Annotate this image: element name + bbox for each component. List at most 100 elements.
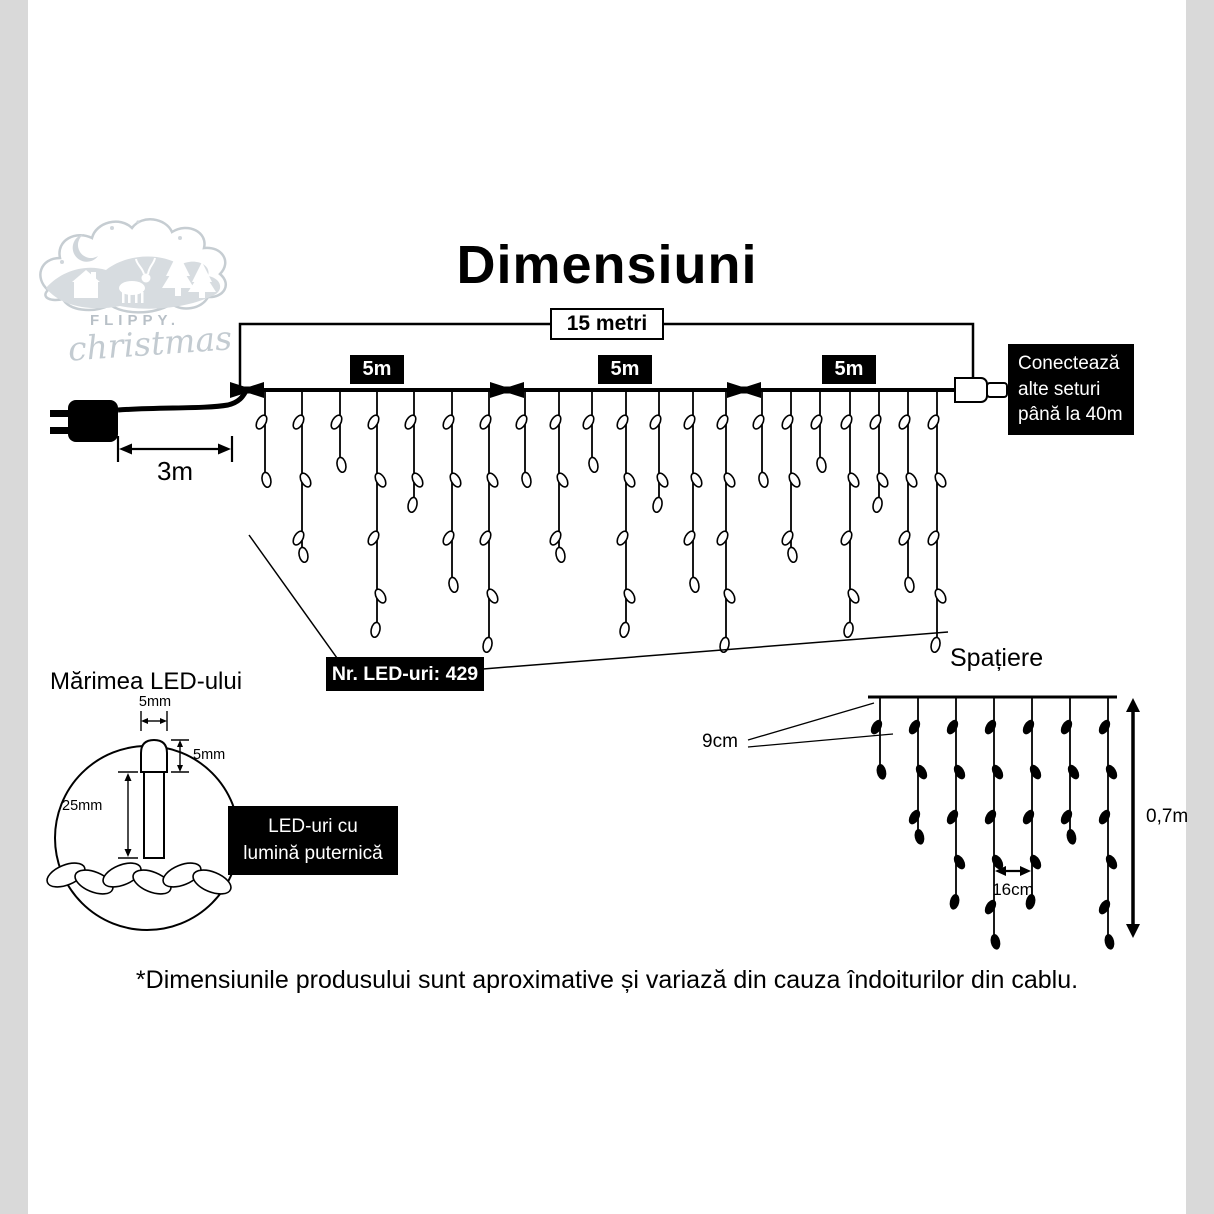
led-bulb: [1104, 934, 1115, 950]
led-bulb: [949, 894, 960, 910]
led-bulb: [843, 621, 854, 639]
led-bulb: [869, 414, 882, 430]
left-margin-bar: [0, 0, 28, 1214]
led-bulb: [908, 719, 921, 735]
led-bulb: [549, 530, 562, 546]
led-bulb: [683, 414, 696, 430]
led-bulb: [515, 414, 528, 430]
led-bulb: [486, 588, 499, 604]
led-bulb: [292, 530, 305, 546]
led-bulb: [984, 809, 997, 825]
led-bulb: [908, 809, 921, 825]
led-bulb: [482, 636, 493, 654]
led-bulb: [984, 899, 997, 915]
led-bulb: [407, 496, 418, 514]
led-bulb: [781, 530, 794, 546]
led-bulb: [840, 530, 853, 546]
body-length-label: 25mm: [62, 798, 103, 814]
led-bulb: [946, 719, 959, 735]
led-bulb: [758, 471, 769, 489]
led-bulb: [816, 456, 827, 474]
moon-icon: [72, 234, 98, 262]
led-bulb: [927, 414, 940, 430]
led-bulb: [847, 588, 860, 604]
led-bulb: [649, 414, 662, 430]
led-bulb-drawing: [140, 738, 168, 859]
led-bulb: [898, 530, 911, 546]
logo-brand-text: FLIPPY.: [89, 312, 180, 329]
led-bulb: [1098, 809, 1111, 825]
led-bulb: [915, 764, 928, 780]
led-bulb: [984, 719, 997, 735]
led-bulb: [810, 414, 823, 430]
led-bulb: [946, 809, 959, 825]
led-bulb: [367, 530, 380, 546]
led-bulb: [336, 456, 347, 474]
led-bulb: [1029, 764, 1042, 780]
led-bulb: [1025, 894, 1036, 910]
led-note: LED-uri cu lumină puternică: [228, 806, 398, 876]
led-bulb: [521, 471, 532, 489]
led-bulb: [486, 472, 499, 488]
led-size-heading: Mărimea LED-ului: [50, 668, 243, 695]
led-bulb: [370, 621, 381, 639]
led-bulb: [616, 414, 629, 430]
led-bulb: [404, 414, 417, 430]
led-bulb: [623, 472, 636, 488]
led-bulb: [723, 588, 736, 604]
led-bulb: [292, 414, 305, 430]
led-bulb: [1060, 809, 1073, 825]
disclaimer-text: *Dimensiunile produsului sunt aproximati…: [135, 966, 1079, 994]
cap-width-dimension: [140, 711, 168, 731]
star-icon: [60, 220, 182, 264]
lead-length-dimension: [116, 436, 234, 462]
led-bulb: [934, 588, 947, 604]
section-length-label: 5m: [822, 355, 876, 384]
led-bulb: [1098, 719, 1111, 735]
led-bulb: [876, 472, 889, 488]
connect-note: Conectează alte seturi până la 40m: [1008, 344, 1134, 435]
led-bulb: [690, 472, 703, 488]
led-bulb: [788, 472, 801, 488]
house-icon: [72, 270, 100, 298]
led-bulb: [616, 530, 629, 546]
led-bulb: [990, 934, 1001, 950]
section-length-label: 5m: [350, 355, 404, 384]
led-bulb: [930, 636, 941, 654]
page-title: Dimensiuni: [456, 235, 758, 295]
led-bulb: [449, 472, 462, 488]
led-bulb: [479, 414, 492, 430]
led-bulb: [934, 472, 947, 488]
led-bulb: [261, 471, 272, 489]
led-bulb: [876, 764, 887, 780]
led-bulb: [1066, 829, 1077, 845]
tree-icon: [162, 252, 216, 298]
curtain-height-dimension: [1126, 698, 1140, 938]
led-bulb: [840, 414, 853, 430]
led-bulb: [556, 472, 569, 488]
led-bulb: [299, 472, 312, 488]
deer-icon: [119, 257, 156, 303]
curtain-height-label: 0,7m: [1146, 806, 1189, 827]
led-bulb: [374, 588, 387, 604]
icicle-drops: [255, 390, 947, 654]
spacing-drops: [870, 697, 1118, 950]
brand-logo: [39, 218, 227, 314]
section-length-label: 5m: [598, 355, 652, 384]
led-bulb: [781, 414, 794, 430]
led-bulb: [683, 530, 696, 546]
led-bulb: [870, 719, 883, 735]
led-bulb: [723, 472, 736, 488]
led-bulb: [689, 576, 700, 594]
cap-height-label: 5mm: [193, 747, 226, 763]
bulb-gap-label: 9cm: [702, 731, 738, 752]
led-count-label: Nr. LED-uri: 429: [326, 657, 484, 691]
led-bulb: [588, 456, 599, 474]
led-bulb: [1022, 809, 1035, 825]
led-bulb: [330, 414, 343, 430]
lead-length-label: 3m: [156, 456, 194, 486]
bulb-gap-leaders: [747, 702, 894, 748]
led-bulb: [255, 414, 268, 430]
led-bulb: [991, 854, 1004, 870]
led-size-inset: [46, 711, 240, 931]
